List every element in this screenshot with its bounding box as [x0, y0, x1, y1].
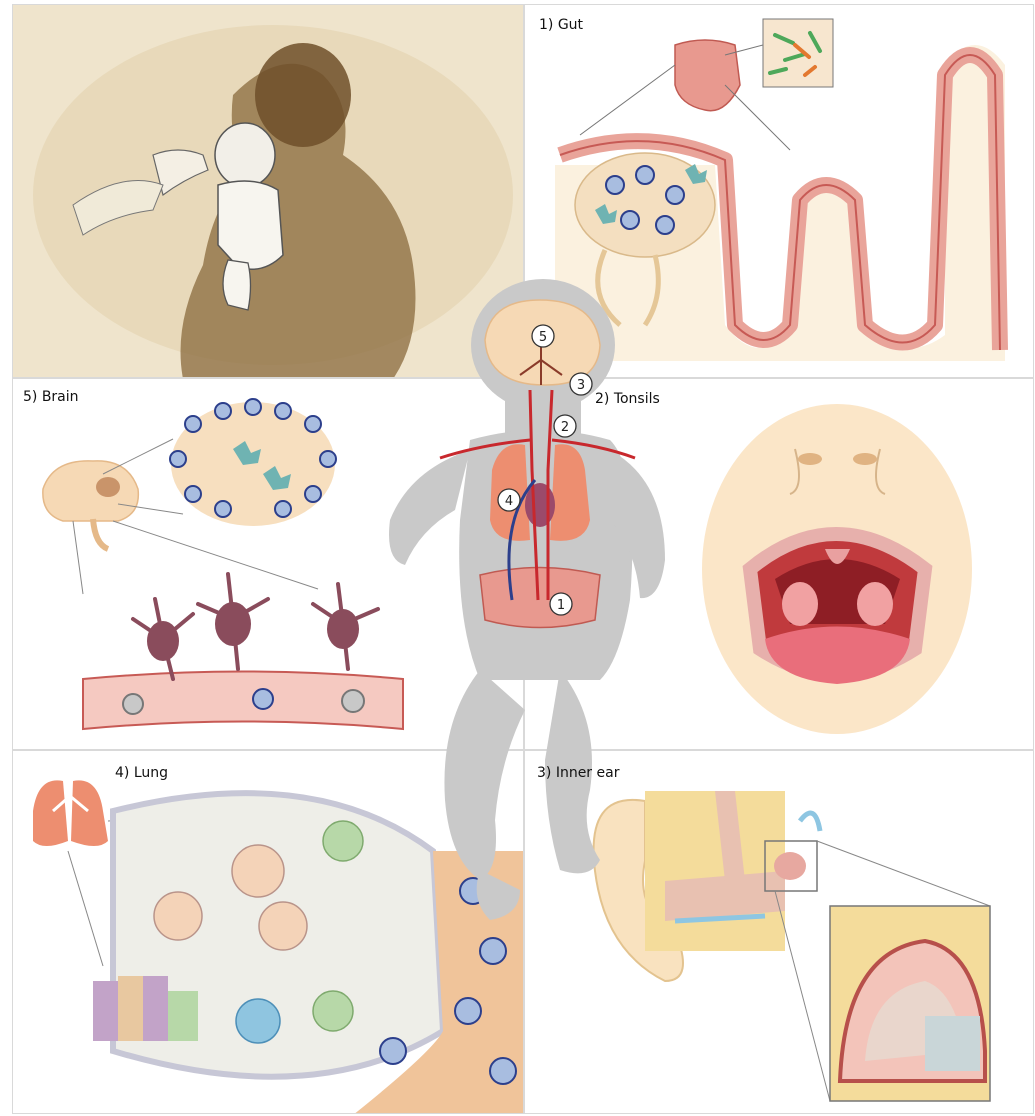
lung-label: 4) Lung [115, 765, 168, 781]
gut-illustration [525, 5, 1034, 378]
brain-illustration [13, 379, 524, 750]
brain-panel: 5) Brain [12, 378, 524, 750]
tonsils-illustration [525, 379, 1034, 750]
gut-label: 1) Gut [539, 17, 583, 33]
lung-illustration [13, 751, 524, 1114]
inner-ear-label: 3) Inner ear [537, 765, 619, 781]
brain-label: 5) Brain [23, 389, 79, 405]
inner-ear-illustration [525, 751, 1034, 1114]
tonsils-panel: 2) Tonsils [524, 378, 1034, 750]
tonsils-label: 2) Tonsils [595, 391, 660, 407]
inner-ear-panel: 3) Inner ear [524, 750, 1034, 1114]
sepia-photo-illustration [13, 5, 524, 378]
photo-panel [12, 4, 524, 378]
gut-panel: 1) Gut [524, 4, 1034, 378]
lung-panel: 4) Lung [12, 750, 524, 1114]
neurons [133, 574, 378, 679]
